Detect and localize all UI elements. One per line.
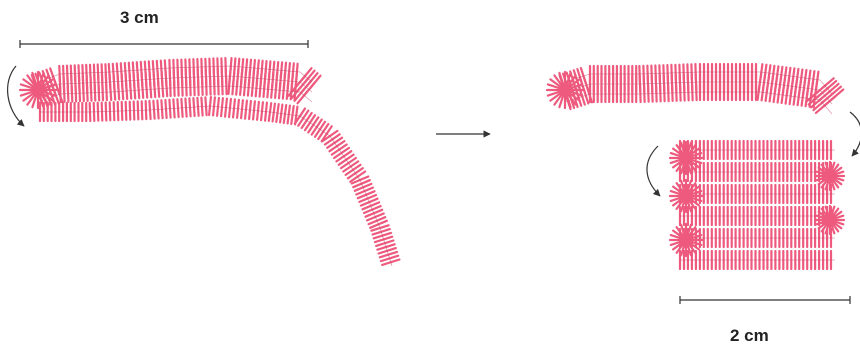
strand-folded — [547, 64, 844, 269]
curved-arrow-icon — [850, 112, 860, 156]
curved-arrow-icon — [647, 146, 660, 196]
scale-bar-left — [20, 40, 308, 48]
scale-bar-right — [680, 296, 850, 304]
scale-label-left: 3 cm — [120, 8, 159, 28]
strand-unfolded — [20, 58, 399, 266]
scale-label-right: 2 cm — [730, 326, 769, 346]
